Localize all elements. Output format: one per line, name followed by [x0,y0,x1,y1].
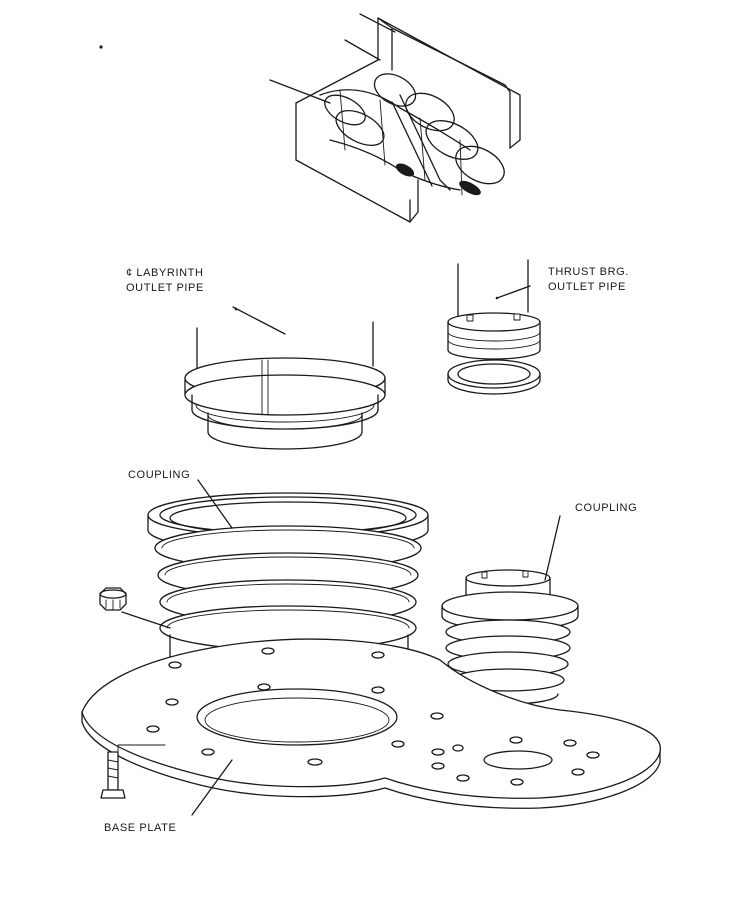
coupling-left [147,479,429,661]
label-labyrinth-line2: OUTLET PIPE [126,282,204,294]
base-plate [81,638,661,816]
bearing-housing [269,13,521,223]
bolt [100,751,126,799]
nut [99,587,171,629]
labyrinth-pipe-flange [184,306,386,450]
stray-mark [99,45,103,49]
label-coupling-left: COUPLING [128,469,191,481]
label-base-plate: BASE PLATE [104,822,177,834]
label-thrust-line1: THRUST BRG. [548,266,629,278]
label-coupling-right: COUPLING [575,502,638,514]
thrust-pipe-flange [447,259,541,395]
label-labyrinth-line1: ¢ LABYRINTH [126,267,204,279]
label-thrust-line2: OUTLET PIPE [548,281,626,293]
